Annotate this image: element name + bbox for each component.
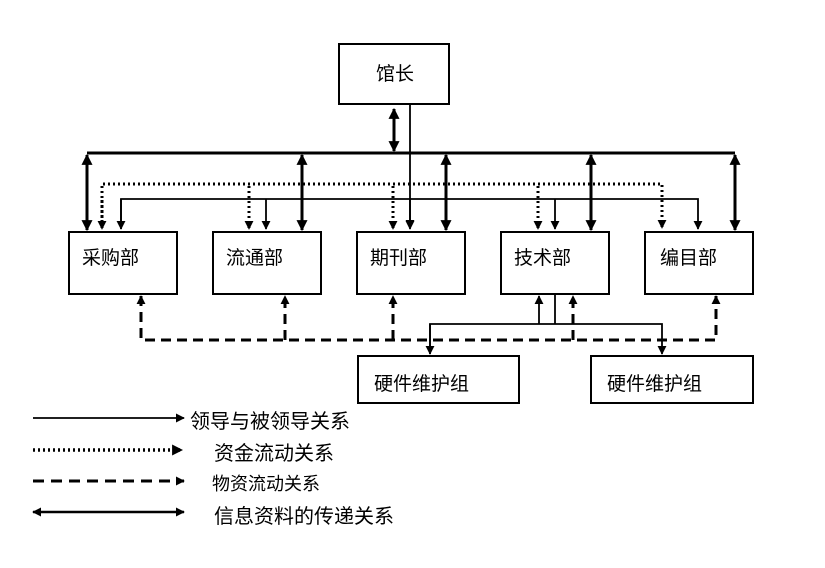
funding-flow-lines: [97, 182, 667, 230]
legend-label-material: 物资流动关系: [212, 474, 320, 495]
node-director: 馆长: [338, 43, 450, 105]
node-circulation-label: 流通部: [226, 247, 284, 269]
node-director-label: 馆长: [376, 63, 415, 85]
node-hardware-right-label: 硬件维护组: [607, 373, 703, 395]
info-transfer-lines: [81, 107, 741, 232]
node-technical-label: 技术部: [514, 247, 572, 269]
node-cataloging: 编目部: [644, 231, 754, 295]
legend-label-funding: 资金流动关系: [214, 441, 334, 465]
node-technical: 技术部: [500, 231, 610, 295]
node-hardware-right: 硬件维护组: [590, 355, 754, 404]
node-procurement-label: 采购部: [82, 247, 140, 269]
node-hardware-left-label: 硬件维护组: [374, 373, 470, 395]
legend-label-leadership: 领导与被领导关系: [190, 409, 350, 433]
material-bus-line: [136, 295, 721, 342]
material-flow-lines: [136, 295, 721, 342]
node-hardware-left: 硬件维护组: [357, 355, 520, 404]
node-procurement: 采购部: [68, 231, 178, 295]
funding-bus-line: [100, 182, 667, 229]
leadership-lines: [116, 105, 703, 355]
legend-label-info: 信息资料的传递关系: [214, 504, 394, 528]
node-periodicals: 期刊部: [356, 231, 466, 295]
node-periodicals-label: 期刊部: [370, 247, 428, 269]
legend-samples: [32, 413, 185, 517]
node-cataloging-label: 编目部: [660, 247, 718, 269]
node-circulation: 流通部: [212, 231, 322, 295]
